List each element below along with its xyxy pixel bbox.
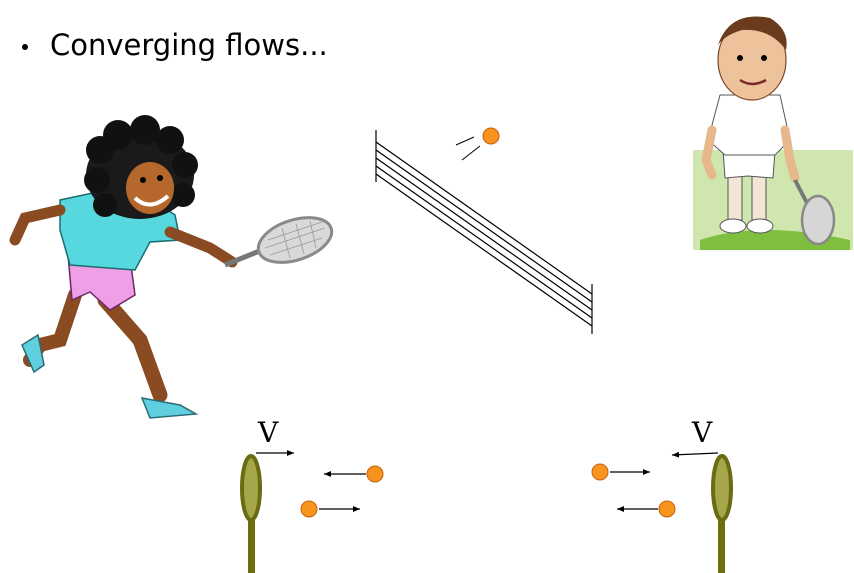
tennis-net-icon <box>376 130 592 334</box>
right-player-icon <box>693 17 853 250</box>
left-velocity-label: V <box>258 416 278 449</box>
outgoing-ball-left-icon <box>301 501 317 517</box>
right-racket-velocity-arrow <box>672 453 718 455</box>
left-player-icon <box>15 115 337 418</box>
left-racket-icon <box>242 456 260 573</box>
incoming-ball-right-icon <box>592 464 608 480</box>
outgoing-ball-right-icon <box>659 501 675 517</box>
flying-ball-icon <box>456 128 499 160</box>
right-velocity-label: V <box>692 416 712 449</box>
right-racket-icon <box>713 456 731 573</box>
incoming-ball-left-icon <box>367 466 383 482</box>
